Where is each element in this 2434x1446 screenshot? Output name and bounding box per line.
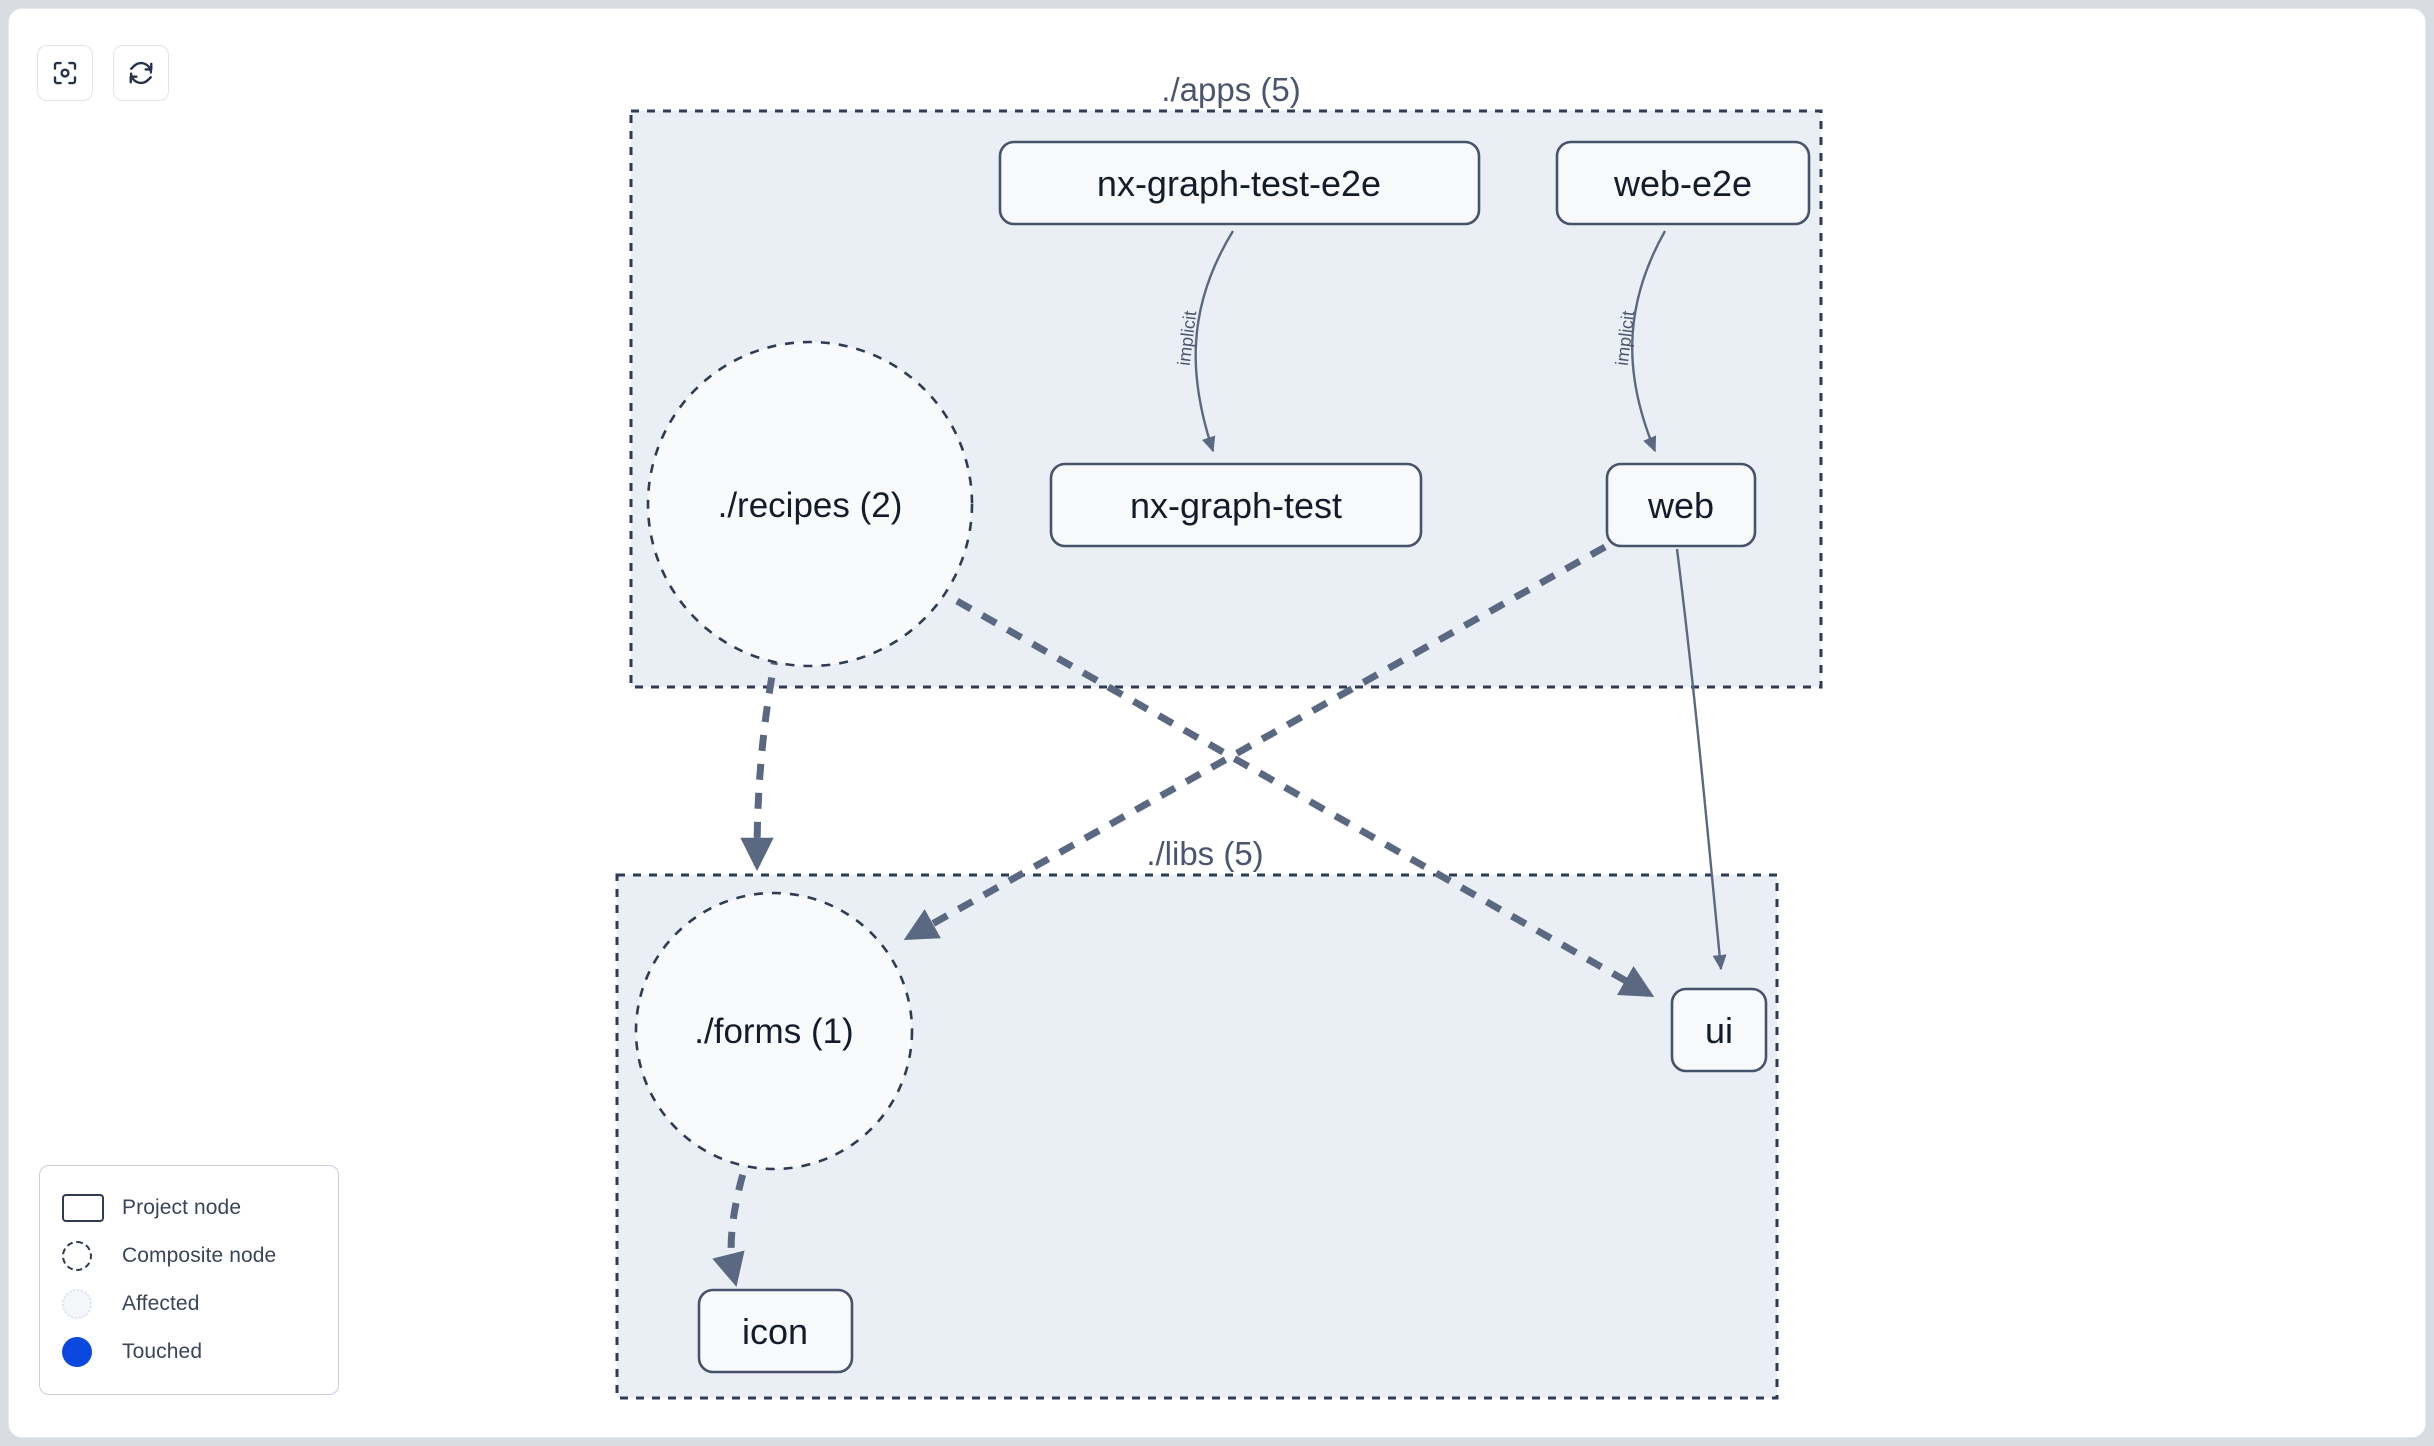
graph-legend: Project node Composite node Affected Tou…: [39, 1165, 339, 1395]
project-node-swatch: [62, 1191, 108, 1225]
focus-graph-button[interactable]: [37, 45, 93, 101]
node-forms-label: ./forms (1): [694, 1012, 853, 1051]
touched-swatch: [62, 1335, 108, 1369]
graph-toolbar: [37, 45, 169, 101]
edge-path: [740, 648, 781, 872]
composite-node-shape[interactable]: [634, 891, 914, 1171]
group-apps-label: ./apps (5): [1161, 71, 1300, 108]
node-icon[interactable]: icon: [697, 1288, 854, 1374]
legend-item-project-node: Project node: [62, 1184, 318, 1232]
node-web-e2e-label: web-e2e: [1613, 163, 1752, 204]
project-node-shape[interactable]: [998, 140, 1481, 226]
affected-swatch: [62, 1287, 108, 1321]
composite-node-shape[interactable]: [646, 340, 974, 668]
legend-item-composite-node: Composite node: [62, 1232, 318, 1280]
node-nx-graph-test-e2e-label: nx-graph-test-e2e: [1097, 163, 1381, 204]
node-recipes-label: ./recipes (2): [718, 486, 903, 525]
node-web-label: web: [1647, 485, 1714, 526]
project-node-shape[interactable]: [1670, 987, 1768, 1073]
node-forms[interactable]: ./forms (1): [634, 891, 914, 1171]
node-nx-graph-test-e2e[interactable]: nx-graph-test-e2e: [998, 140, 1481, 226]
legend-label-touched: Touched: [122, 1340, 203, 1363]
project-node-shape[interactable]: [1049, 462, 1423, 548]
refresh-graph-button[interactable]: [113, 45, 169, 101]
project-node-shape[interactable]: [1555, 140, 1811, 226]
legend-item-affected: Affected: [62, 1280, 318, 1328]
node-ui[interactable]: ui: [1670, 987, 1768, 1073]
group-libs-label: ./libs (5): [1146, 835, 1263, 872]
focus-target-icon: [50, 58, 80, 88]
edge-path: [1194, 230, 1235, 453]
composite-node-swatch: [62, 1239, 108, 1273]
project-graph-canvas[interactable]: ./apps (5) ./libs (5) implicit implicit: [9, 9, 2426, 1438]
node-ui-label: ui: [1705, 1010, 1733, 1051]
node-nx-graph-test[interactable]: nx-graph-test: [1049, 462, 1423, 548]
project-node-shape[interactable]: [1605, 462, 1757, 548]
node-web-e2e[interactable]: web-e2e: [1555, 140, 1811, 226]
graph-panel: ./apps (5) ./libs (5) implicit implicit: [8, 8, 2426, 1438]
edge-recipes-to-forms[interactable]: [740, 648, 781, 872]
legend-label-affected: Affected: [122, 1292, 200, 1315]
node-nx-graph-test-label: nx-graph-test: [1130, 485, 1342, 526]
edge-path: [1631, 230, 1667, 453]
node-icon-label: icon: [742, 1311, 808, 1352]
legend-item-touched: Touched: [62, 1328, 318, 1376]
node-recipes[interactable]: ./recipes (2): [646, 340, 974, 668]
legend-label-composite-node: Composite node: [122, 1244, 277, 1267]
node-web[interactable]: web: [1605, 462, 1757, 548]
legend-label-project-node: Project node: [122, 1196, 242, 1219]
edge-path: [1675, 548, 1727, 971]
edge-forms-to-icon[interactable]: [712, 1145, 755, 1287]
edge-path: [712, 1145, 755, 1287]
edge-web-to-ui[interactable]: [1675, 548, 1727, 971]
refresh-icon: [126, 58, 156, 88]
project-node-shape[interactable]: [697, 1288, 854, 1374]
